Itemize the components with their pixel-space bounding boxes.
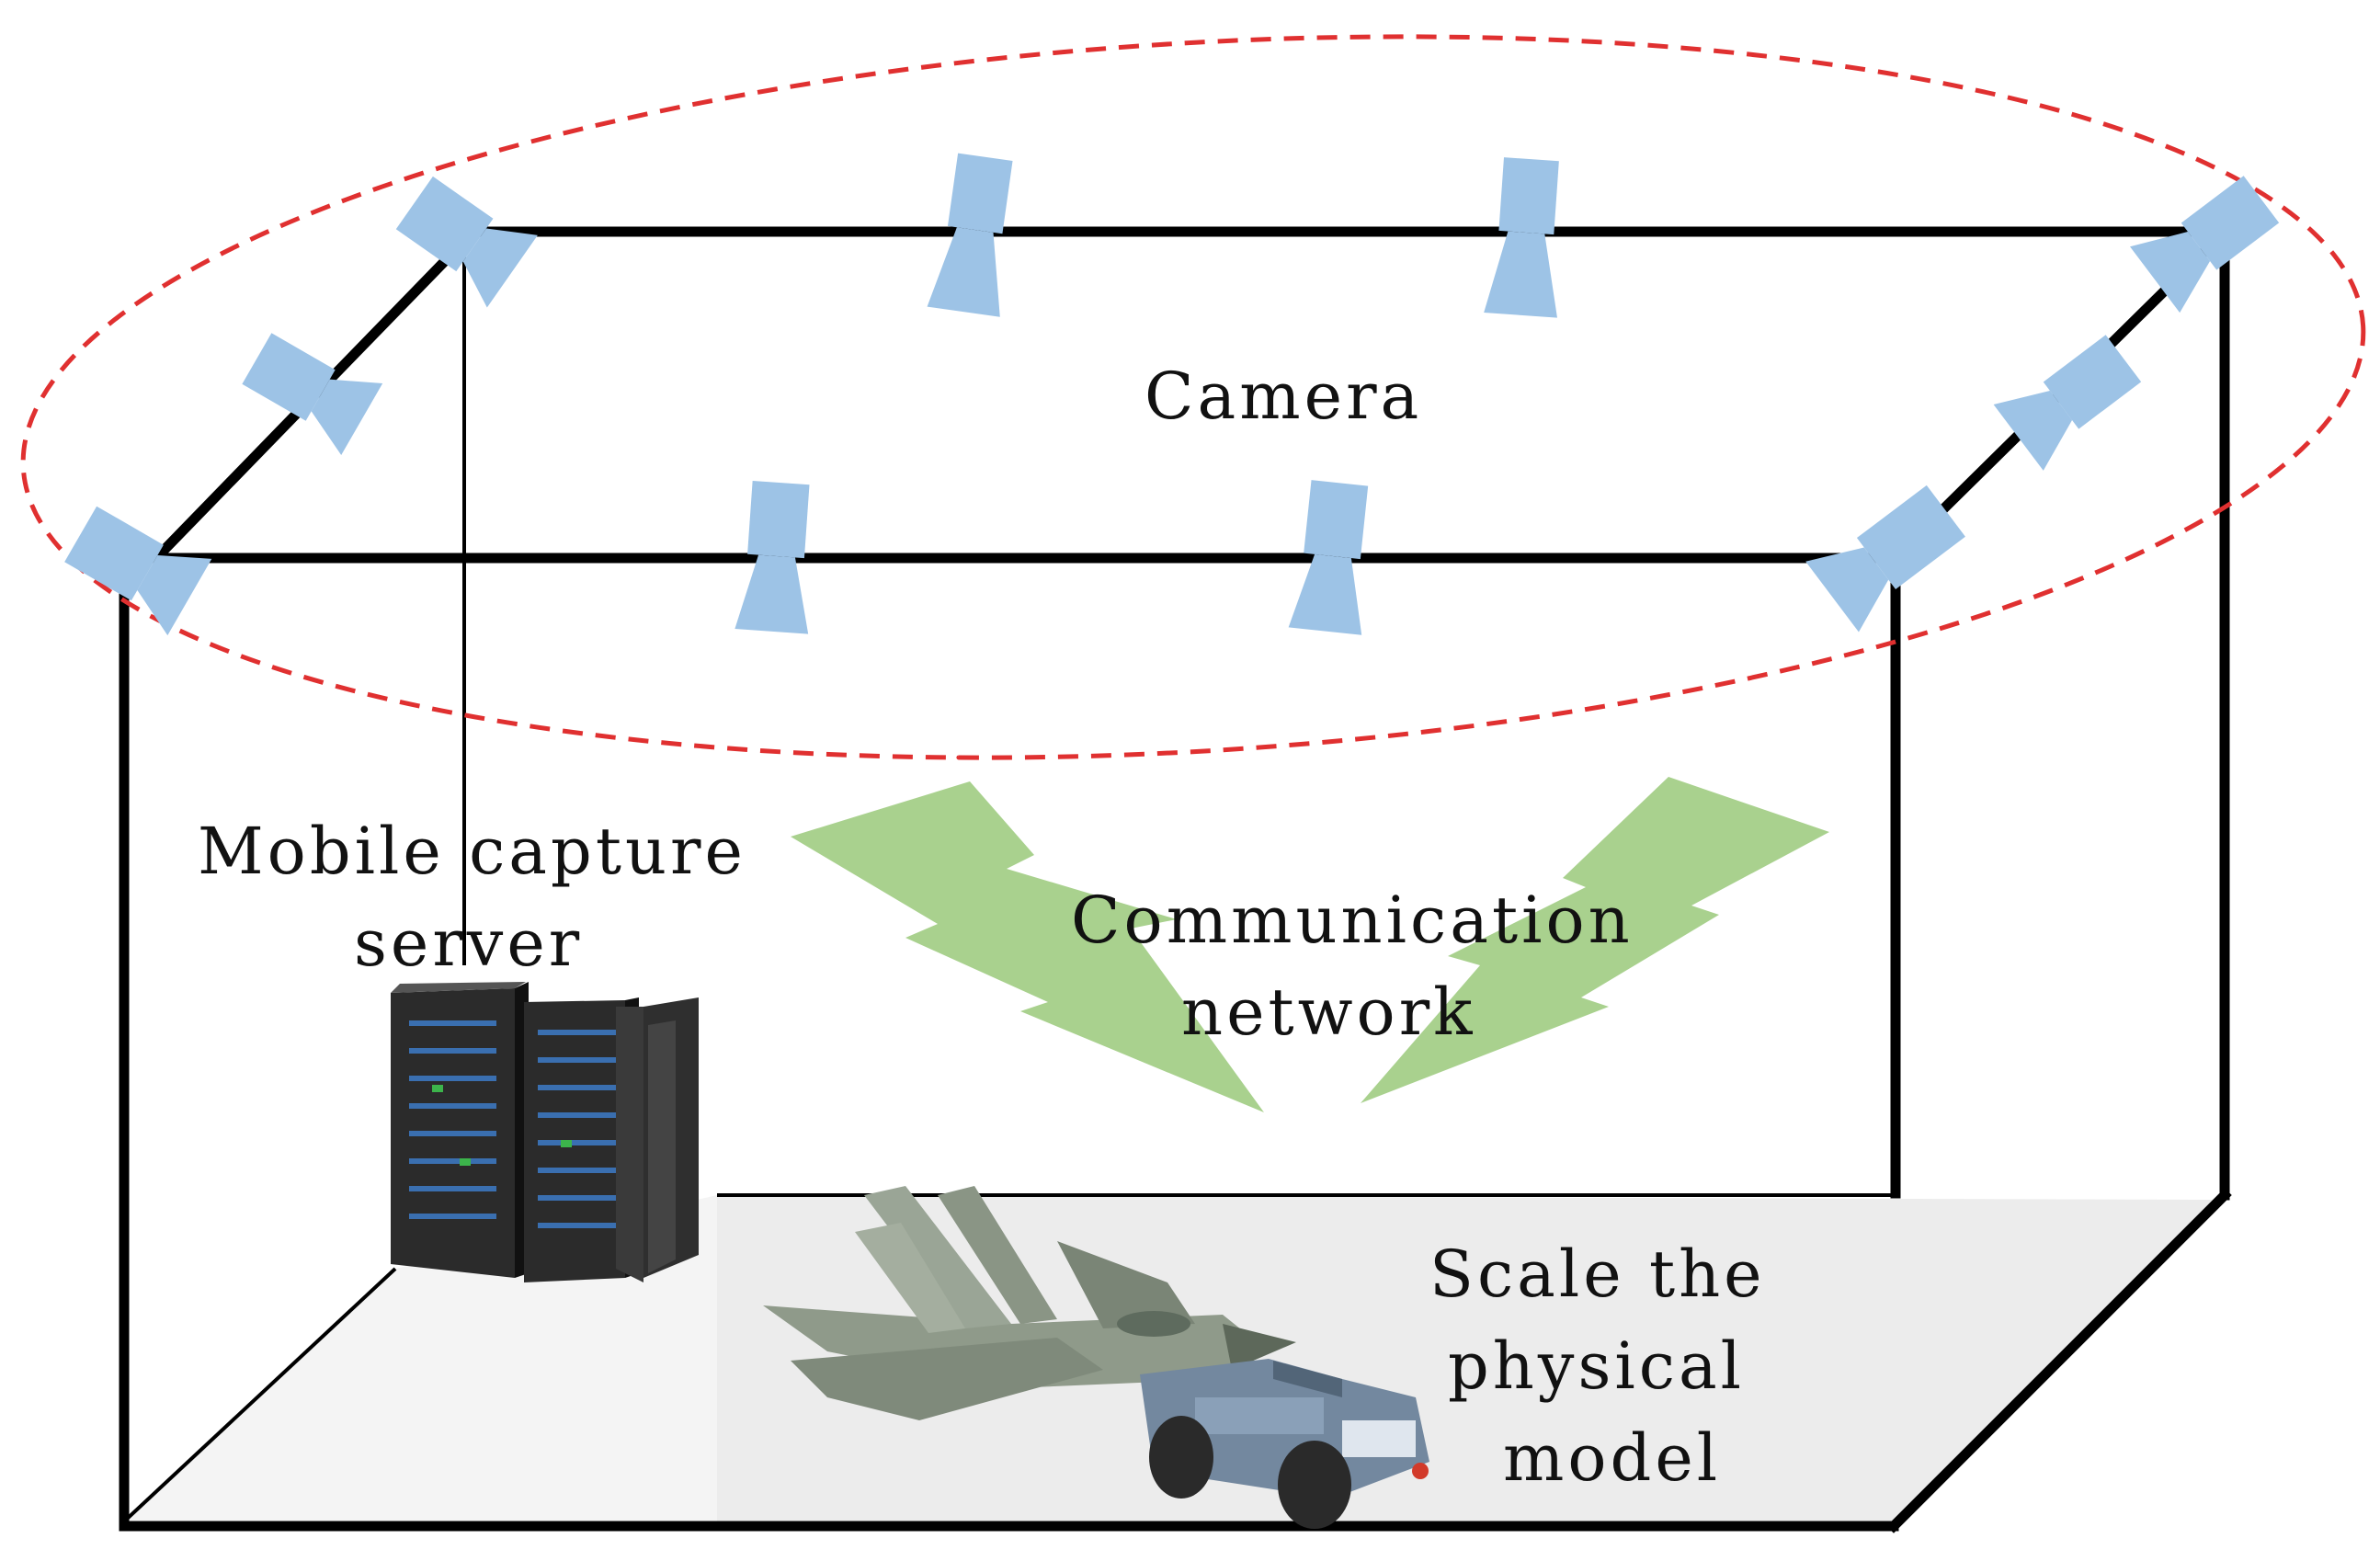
- lightning-bolt-icon: [791, 781, 1264, 1112]
- camera-icon: [242, 333, 383, 455]
- model-label-line3: model: [1503, 1420, 1721, 1496]
- server-label-line1: Mobile capture: [198, 814, 746, 889]
- server-rack-icon: [391, 982, 699, 1282]
- network-label-line2: network: [1181, 974, 1476, 1050]
- fighter-jet-icon: [763, 1186, 1296, 1420]
- camera-icon: [927, 153, 1013, 317]
- model-label-line1: Scale the: [1429, 1237, 1766, 1312]
- camera-icon: [1805, 484, 1965, 633]
- cameras: [64, 153, 2280, 636]
- tow-tractor-icon: [1140, 1359, 1429, 1529]
- capture-volume-ellipse: [20, 34, 2366, 760]
- camera-icon: [1288, 480, 1369, 635]
- network-label-line1: Communication: [1071, 883, 1634, 958]
- camera-icon: [1993, 335, 2142, 471]
- camera-icon: [734, 480, 810, 634]
- camera-icon: [2130, 176, 2280, 313]
- model-label-line2: physical: [1448, 1328, 1745, 1404]
- server-label-line2: server: [354, 906, 583, 981]
- camera-icon: [395, 176, 538, 308]
- lightning-bolt-icon: [1361, 777, 1829, 1103]
- camera-label: Camera: [1144, 359, 1422, 434]
- camera-icon: [1484, 157, 1559, 318]
- camera-icon: [64, 506, 212, 636]
